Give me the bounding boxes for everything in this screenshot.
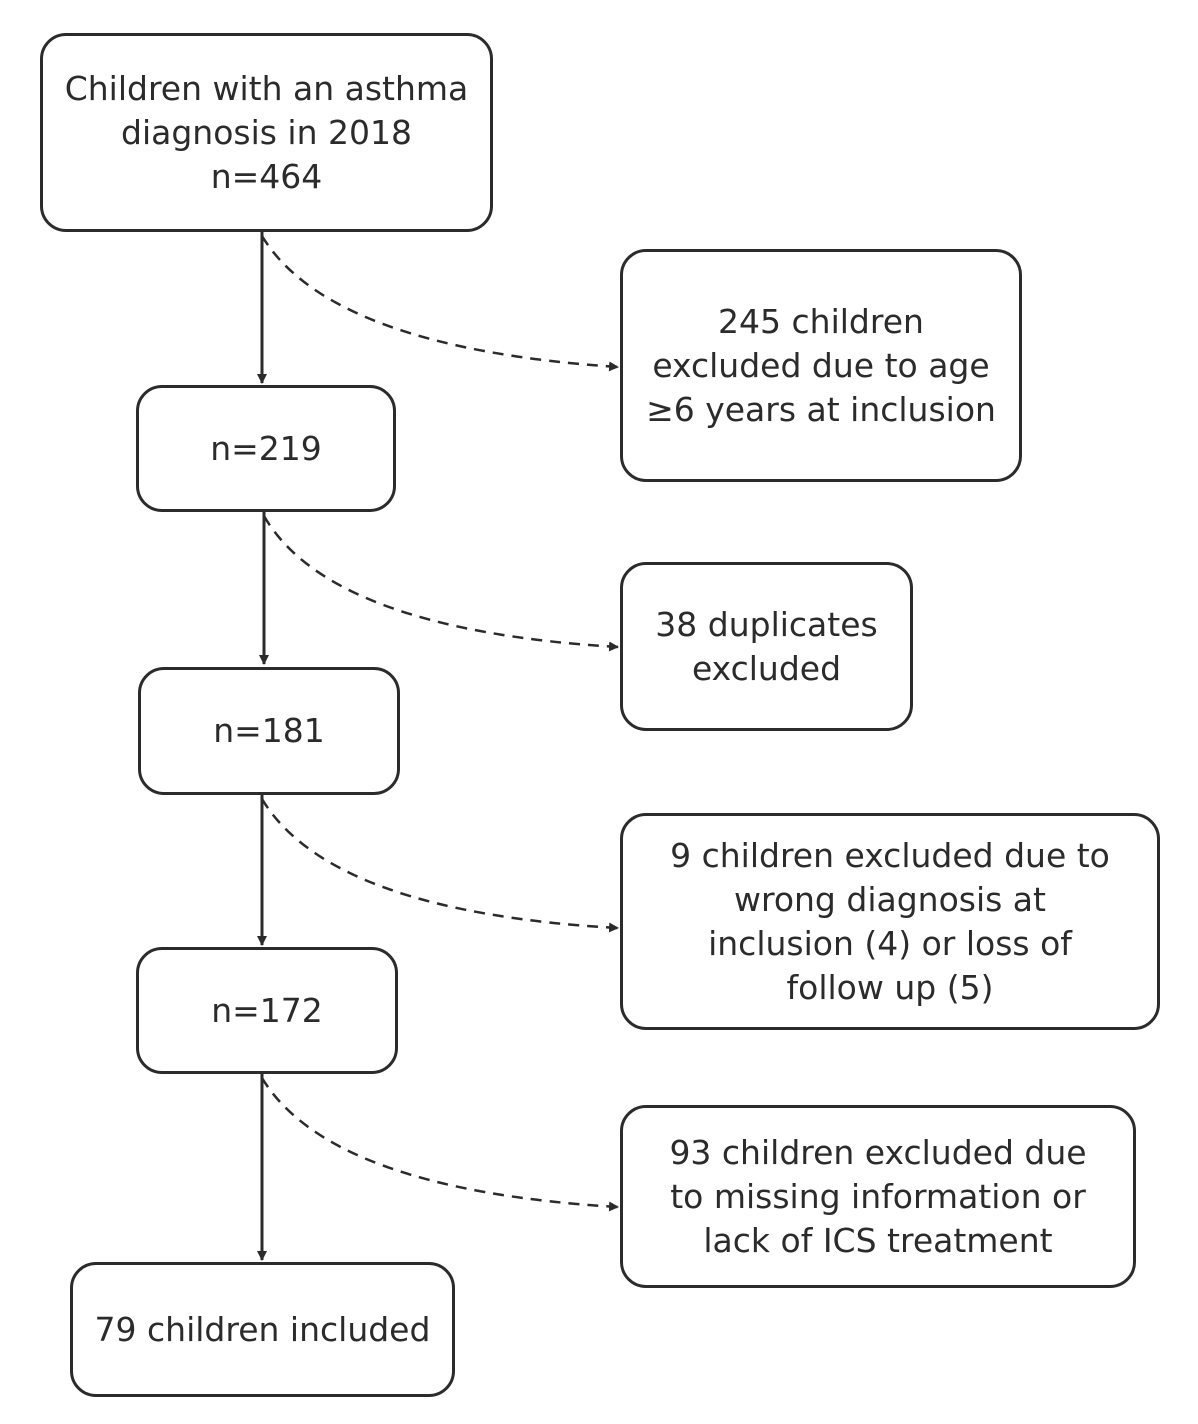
after-diagnosis-box: n=172 bbox=[136, 947, 398, 1074]
exclusion-ics-box: 93 children excluded due to missing info… bbox=[620, 1105, 1136, 1288]
dashed-arrow-to-ics-exclusion bbox=[260, 1077, 619, 1212]
initial-box: Children with an asthma diagnosis in 201… bbox=[40, 33, 493, 232]
exclusion-duplicates-box: 38 duplicates excluded bbox=[620, 562, 913, 731]
initial-line-2: diagnosis in 2018 bbox=[121, 112, 412, 152]
exclusion-age-line-2: excluded due to age bbox=[652, 345, 990, 385]
final-box: 79 children included bbox=[70, 1262, 455, 1397]
after-diagnosis-count: n=172 bbox=[211, 990, 323, 1030]
after-age-box: n=219 bbox=[136, 385, 396, 512]
after-duplicates-count: n=181 bbox=[213, 711, 325, 750]
initial-line-3: n=464 bbox=[210, 156, 323, 196]
exclusion-ics-line-1: 93 children excluded due bbox=[669, 1132, 1087, 1172]
initial-line-1: Children with an asthma bbox=[64, 68, 469, 108]
exclusion-diagnosis-line-4: follow up (5) bbox=[786, 967, 994, 1007]
exclusion-age-box: 245 children excluded due to age ≥6 year… bbox=[620, 249, 1022, 482]
exclusion-diagnosis-box: 9 children excluded due to wrong diagnos… bbox=[620, 813, 1160, 1030]
exclusion-diagnosis-line-3: inclusion (4) or loss of bbox=[708, 923, 1072, 963]
final-count: 79 children included bbox=[94, 1309, 431, 1349]
exclusion-duplicates-line-1: 38 duplicates bbox=[655, 604, 878, 644]
dashed-arrow-to-diagnosis-exclusion bbox=[260, 798, 619, 933]
after-duplicates-box: n=181 bbox=[138, 667, 400, 795]
exclusion-ics-line-3: lack of ICS treatment bbox=[703, 1220, 1053, 1260]
exclusion-age-line-1: 245 children bbox=[718, 301, 924, 341]
exclusion-diagnosis-line-2: wrong diagnosis at bbox=[734, 879, 1046, 919]
exclusion-ics-line-2: to missing information or bbox=[670, 1176, 1086, 1216]
dashed-arrow-to-age-exclusion bbox=[260, 235, 619, 372]
exclusion-diagnosis-line-1: 9 children excluded due to bbox=[670, 835, 1110, 875]
exclusion-duplicates-line-2: excluded bbox=[691, 648, 842, 688]
exclusion-age-line-3: ≥6 years at inclusion bbox=[646, 389, 996, 429]
dashed-arrow-to-duplicates-exclusion bbox=[262, 515, 619, 652]
after-age-count: n=219 bbox=[210, 428, 322, 468]
